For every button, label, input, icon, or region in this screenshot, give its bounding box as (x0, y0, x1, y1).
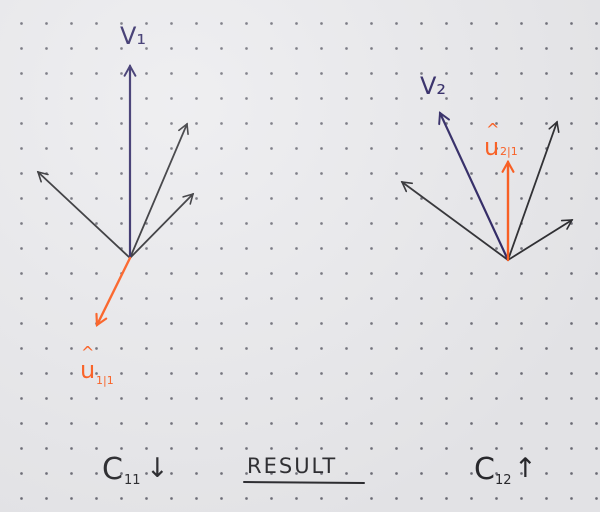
left-unit-vector-arrow (97, 256, 132, 325)
right-vector-label: V₂ (420, 72, 446, 100)
right-unit-subscript: 2|1 (500, 145, 518, 158)
left-unit-subscript: 1|1 (96, 374, 114, 387)
caption-c11-down-arrow-icon: ↓ (146, 453, 169, 484)
right-unit-vector-label: ^ u 2|1 (484, 120, 518, 161)
caption-c12: C 12 ↑ (474, 452, 537, 488)
right-unit-hat: ^ (486, 120, 499, 139)
left-unit-vector-label: ^ u 1|1 (80, 343, 114, 387)
left-vector-label: V₁ (120, 22, 146, 50)
left-arrow-upper-left (36, 170, 131, 259)
right-vector-v2-arrow (438, 111, 510, 262)
caption-c12-letter: C (474, 452, 495, 487)
right-arrow-upper-right (507, 120, 560, 261)
caption-c11-letter: C (102, 452, 123, 487)
right-unit-letter: u (484, 133, 499, 161)
left-arrow-upper-right (129, 122, 189, 259)
left-unit-hat: ^ (81, 343, 94, 362)
left-vector-fan (36, 63, 195, 325)
right-arrow-upper-left (400, 181, 509, 261)
result-underline (243, 481, 365, 484)
caption-c11-subscript: 11 (124, 473, 141, 488)
result-heading: RESULT (243, 454, 365, 484)
left-arrow-right (129, 192, 195, 259)
right-vector-fan (400, 111, 574, 262)
right-arrow-right (507, 219, 574, 261)
caption-c12-up-arrow-icon: ↑ (514, 453, 537, 484)
left-unit-letter: u (80, 356, 95, 384)
caption-c11: C 11 ↓ (102, 452, 169, 488)
result-label: RESULT (247, 454, 337, 478)
caption-c12-subscript: 12 (495, 473, 512, 488)
